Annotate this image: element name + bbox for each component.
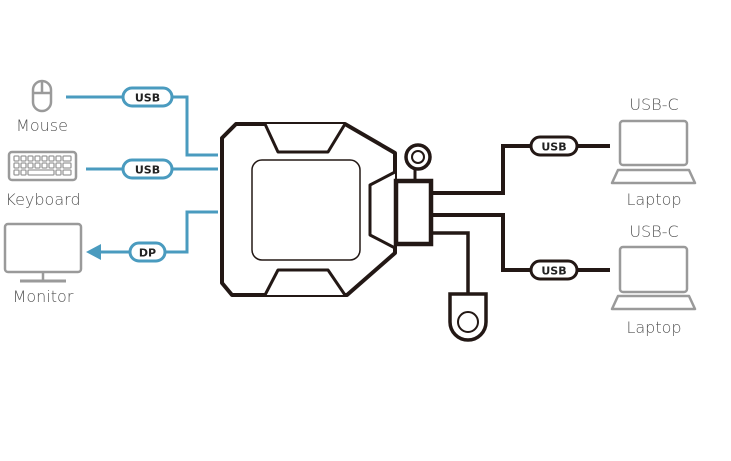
pill-label: USB xyxy=(541,265,566,278)
pill-label: DP xyxy=(139,247,156,260)
laptop-1-label: Laptop xyxy=(626,190,681,209)
monitor-dp-pill: DP xyxy=(128,241,167,263)
right-cables xyxy=(432,144,610,294)
monitor-label: Monitor xyxy=(13,287,74,306)
laptop-2-label: Laptop xyxy=(626,318,681,337)
laptop-2-cable xyxy=(432,213,610,272)
kvm-switch-device xyxy=(220,122,397,297)
keyboard-usb-pill: USB xyxy=(121,158,174,180)
pill-label: USB xyxy=(135,92,160,105)
mouse-label: Mouse xyxy=(16,116,68,135)
cable-connector xyxy=(393,143,434,247)
arrow-left-icon xyxy=(86,244,101,260)
lock-pendant-icon xyxy=(448,292,488,342)
keyboard-icon xyxy=(7,150,78,182)
device-screen xyxy=(251,159,361,261)
laptop-icon xyxy=(610,119,697,185)
laptop-1-usb-pill: USB xyxy=(529,135,579,157)
pill-label: USB xyxy=(135,164,160,177)
lock-cable xyxy=(432,231,470,294)
laptop-icon xyxy=(610,245,697,311)
laptop-1-port-type: USB-C xyxy=(629,95,678,114)
mouse-icon xyxy=(31,79,53,113)
mouse-usb-pill: USB xyxy=(121,86,174,108)
monitor-icon xyxy=(3,222,83,283)
pill-label: USB xyxy=(541,141,566,154)
laptop-1-cable xyxy=(432,144,610,195)
laptop-2-port-type: USB-C xyxy=(629,222,678,241)
laptop-2-usb-pill: USB xyxy=(529,259,579,281)
keyboard-label: Keyboard xyxy=(5,190,80,209)
